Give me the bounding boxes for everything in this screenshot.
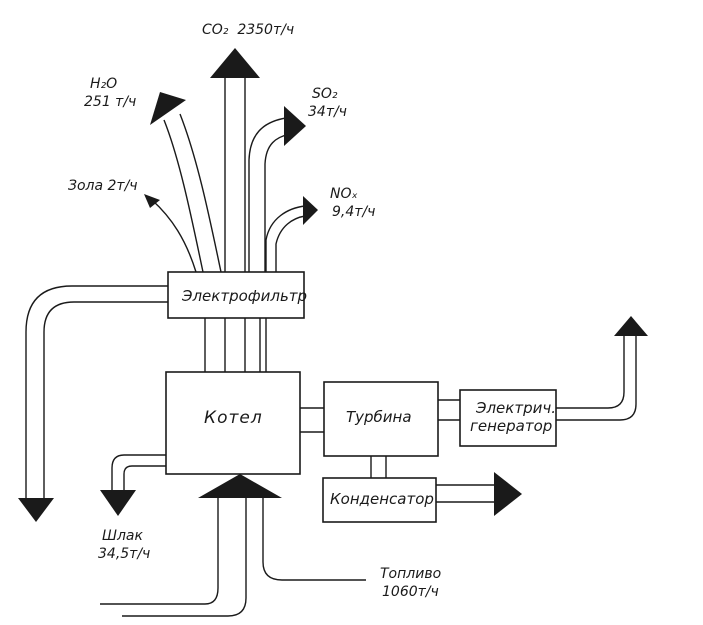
generator-output-arrow [556, 316, 648, 421]
fuel-input-arrow [100, 474, 366, 617]
slag-flow-arrow [100, 454, 166, 516]
filter-boiler-pipes [204, 318, 267, 372]
filter-left-return-arrow [18, 285, 168, 522]
boiler-label: Котел [204, 408, 263, 428]
condenser-box [322, 477, 437, 523]
so2-flow-arrow [248, 106, 306, 272]
turbine-box [323, 381, 439, 457]
co2-flow-arrow [210, 48, 260, 272]
condenser-label: Конденсатор [330, 490, 434, 508]
ash-label: Зола 2т/ч [68, 178, 138, 194]
nox-formula: NOₓ [330, 186, 358, 202]
so2-formula: SO₂ [312, 86, 338, 102]
fuel-amount: 1060т/ч [382, 584, 439, 600]
slag-label: Шлак [102, 528, 143, 544]
filter-label: Электрофильтр [182, 287, 308, 305]
slag-amount: 34,5т/ч [98, 546, 151, 562]
ash-flow-arrow [144, 194, 197, 273]
nox-amount: 9,4т/ч [332, 204, 376, 220]
turbine-condenser-pipes [370, 456, 387, 478]
nox-flow-arrow [265, 196, 318, 272]
condenser-output-arrow [436, 472, 522, 516]
generator-label-line1: Электрич. [476, 399, 556, 417]
h2o-flow-arrow [150, 92, 222, 273]
h2o-formula: H₂O [90, 76, 118, 92]
boiler-turbine-pipes [300, 407, 324, 433]
h2o-amount: 251 т/ч [84, 94, 137, 110]
co2-formula: CO₂ [202, 22, 229, 38]
turbine-label: Турбина [346, 408, 412, 426]
generator-box [459, 389, 557, 447]
boiler-box [165, 371, 301, 475]
co2-amount: 2350т/ч [237, 22, 295, 38]
electrostatic-filter-box [167, 271, 305, 319]
turbine-generator-pipes [438, 399, 460, 421]
generator-label-line2: генератор [470, 417, 553, 435]
fuel-label: Топливо [380, 566, 442, 582]
co2-label: CO₂ 2350т/ч [202, 22, 294, 38]
so2-amount: 34т/ч [308, 104, 347, 120]
